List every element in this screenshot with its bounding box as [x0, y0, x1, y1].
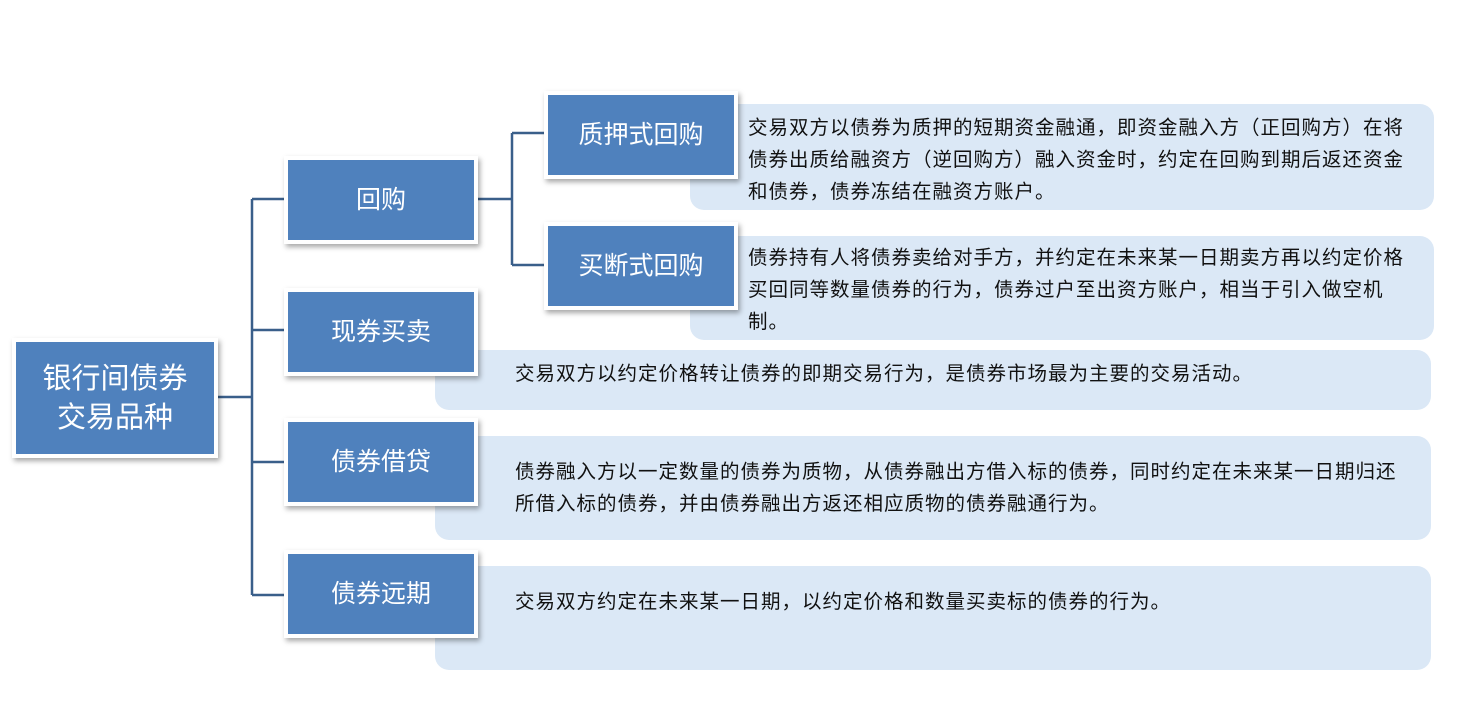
- subtype-node-pledged-repo: 质押式回购: [544, 91, 738, 179]
- description-text: 交易双方约定在未来某一日期，以约定价格和数量买卖标的债券的行为。: [515, 590, 1172, 613]
- category-label: 现券买卖: [330, 317, 431, 347]
- description-bond-forward: 交易双方约定在未来某一日期，以约定价格和数量买卖标的债券的行为。: [435, 566, 1431, 670]
- category-label: 回购: [355, 185, 406, 215]
- subtype-label: 买断式回购: [578, 251, 704, 281]
- root-label-line2: 交易品种: [56, 400, 173, 434]
- category-label: 债券借贷: [330, 447, 431, 477]
- subtype-label: 质押式回购: [578, 120, 704, 150]
- root-node: 银行间债券 交易品种: [12, 338, 218, 458]
- description-bond-lending: 债券融入方以一定数量的债券为质物，从债券融出方借入标的债券，同时约定在未来某一日…: [435, 436, 1431, 540]
- description-text: 债券持有人将债券卖给对手方，并约定在未来某一日期卖方再以约定价格买回同等数量债券…: [748, 246, 1405, 333]
- category-node-cash-trading: 现券买卖: [284, 288, 478, 376]
- description-cash-trading: 交易双方以约定价格转让债券的即期交易行为，是债券市场最为主要的交易活动。: [435, 350, 1431, 410]
- category-node-bond-forward: 债券远期: [284, 550, 478, 638]
- description-text: 债券融入方以一定数量的债券为质物，从债券融出方借入标的债券，同时约定在未来某一日…: [515, 460, 1397, 515]
- subtype-node-outright-repo: 买断式回购: [544, 222, 738, 310]
- root-label-line1: 银行间债券: [42, 360, 188, 395]
- category-node-repo: 回购: [284, 156, 478, 244]
- description-outright-repo: 债券持有人将债券卖给对手方，并约定在未来某一日期卖方再以约定价格买回同等数量债券…: [690, 236, 1434, 340]
- description-text: 交易双方以债券为质押的短期资金融通，即资金融入方（正回购方）在将债券出质给融资方…: [748, 116, 1405, 203]
- description-pledged-repo: 交易双方以债券为质押的短期资金融通，即资金融入方（正回购方）在将债券出质给融资方…: [690, 104, 1434, 210]
- description-text: 交易双方以约定价格转让债券的即期交易行为，是债券市场最为主要的交易活动。: [515, 362, 1254, 385]
- category-node-bond-lending: 债券借贷: [284, 418, 478, 506]
- category-label: 债券远期: [330, 579, 431, 609]
